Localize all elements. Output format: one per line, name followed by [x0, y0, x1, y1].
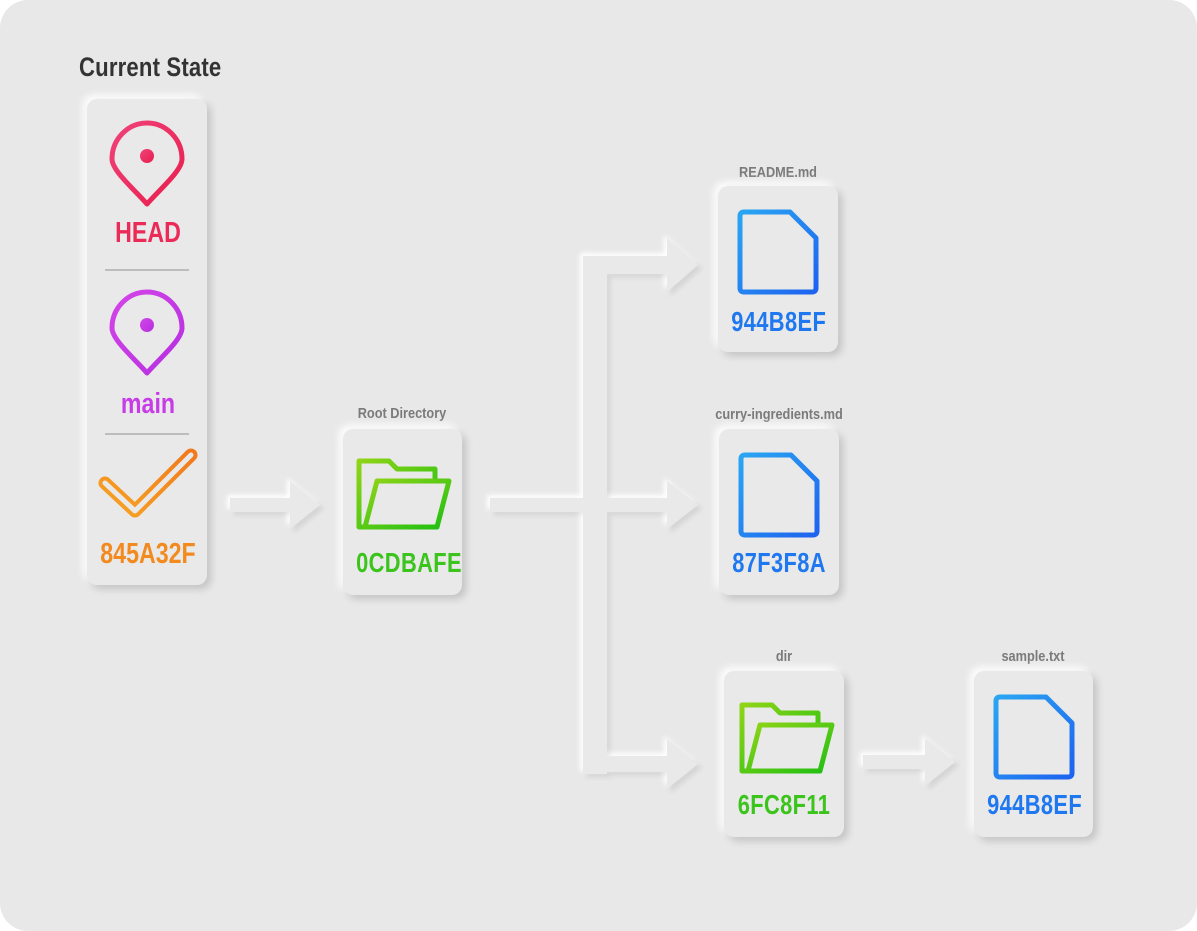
- dir-tree-card: 6FC8F11: [724, 671, 844, 837]
- divider-2: [105, 433, 189, 435]
- page-title: Current State: [79, 52, 222, 82]
- root-hash: 0CDBAFE: [356, 547, 462, 578]
- arrow-commit-to-root: [230, 481, 320, 529]
- arrow-to-curry: [583, 481, 698, 529]
- curry-blob-card: 87F3F8A: [719, 429, 839, 595]
- readme-label: README.md: [739, 164, 817, 181]
- document-icon: [993, 694, 1075, 780]
- arrow-to-readme: [583, 238, 698, 292]
- arrow-to-dir: [583, 739, 698, 789]
- folder-icon: [356, 458, 452, 530]
- sample-blob-card: 944B8EF: [974, 671, 1093, 837]
- readme-hash: 944B8EF: [731, 306, 827, 337]
- curry-hash: 87F3F8A: [732, 547, 826, 578]
- dir-label: dir: [775, 648, 793, 665]
- arrow-dir-to-sample: [863, 738, 955, 786]
- trunk-line: [490, 498, 590, 512]
- root-label: Root Directory: [357, 405, 447, 422]
- commit-check-icon: [98, 448, 198, 518]
- branch-pin-icon: [109, 289, 185, 376]
- sample-hash: 944B8EF: [987, 789, 1083, 820]
- sample-label: sample.txt: [1001, 648, 1065, 665]
- root-tree-card: 0CDBAFE: [343, 429, 462, 595]
- dir-hash: 6FC8F11: [737, 789, 831, 820]
- branch-label: main: [120, 388, 176, 420]
- folder-icon: [739, 702, 835, 774]
- divider-1: [105, 269, 189, 271]
- readme-blob-card: 944B8EF: [718, 186, 838, 352]
- commit-hash: 845A32F: [100, 538, 196, 570]
- curry-label: curry-ingredients.md: [715, 406, 843, 423]
- head-pin-icon: [109, 120, 185, 207]
- vertical-branch-line: [583, 256, 607, 774]
- document-icon: [738, 452, 820, 538]
- head-label: HEAD: [115, 217, 181, 249]
- current-state-panel: HEAD main 845A32F: [87, 99, 207, 585]
- document-icon: [737, 209, 819, 295]
